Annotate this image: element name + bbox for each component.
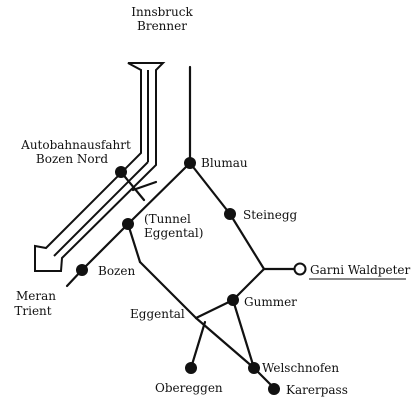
stop-karerpass [268,383,280,395]
label-garni-waldpeter: Garni Waldpeter [310,263,411,277]
stop-bozen [76,264,88,276]
label-karerpass: Karerpass [286,383,348,397]
label-meran: Meran [16,289,56,303]
stop-steinegg [224,208,236,220]
label-innsbruck: Innsbruck [131,5,193,19]
label-brenner: Brenner [137,19,187,33]
label-trient: Trient [14,304,51,318]
label-welschnofen: Welschnofen [262,361,339,375]
label-gummer: Gummer [244,295,297,309]
label-blumau: Blumau [201,156,248,170]
stop-tunnel [122,218,134,230]
destination-open-circle-icon [293,262,307,276]
exit-ramp [119,170,146,202]
stop-obereggen [185,362,197,374]
label-bozen-nord: Bozen Nord [36,152,108,166]
label-eggental: Eggental [130,307,185,321]
stop-gummer [227,294,239,306]
label-obereggen: Obereggen [155,381,223,395]
motorway-double-arrow-icon [34,62,166,272]
stop-welschnofen [248,362,260,374]
label-autobahnausfahrt: Autobahnausfahrt [20,138,131,152]
label-tunnel: (Tunnel [144,212,191,226]
stop-blumau [184,157,196,169]
label-bozen: Bozen [98,264,135,278]
label-steinegg: Steinegg [243,208,297,222]
stop-exit [115,166,127,178]
exit-connector [131,180,158,192]
label-eggental-tunnel: Eggental) [144,226,203,240]
